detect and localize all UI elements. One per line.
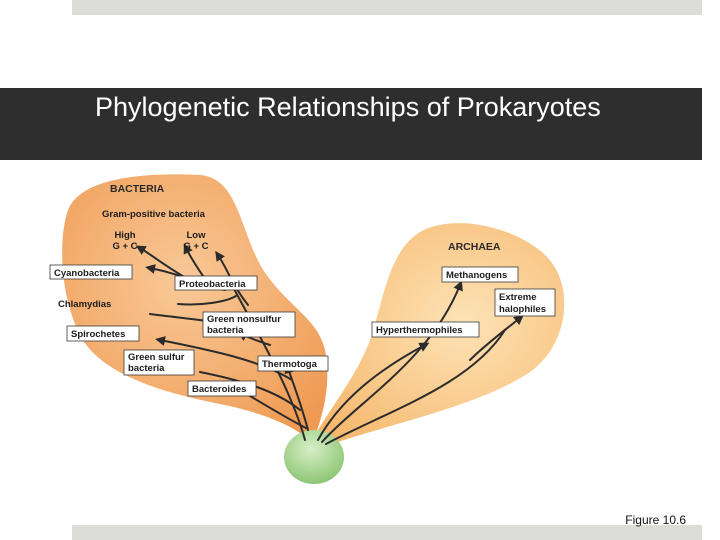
green-sulfur-label-2: bacteria: [128, 363, 165, 374]
green-nonsulfur-label-1: Green nonsulfur: [207, 314, 281, 325]
high-label: High: [114, 230, 135, 241]
cyanobacteria-label: Cyanobacteria: [54, 268, 120, 279]
extreme-halophiles-box: [494, 288, 556, 317]
spirochetes-box: [66, 325, 140, 342]
bacteroides-box: [187, 380, 257, 397]
thermotoga-box: [257, 355, 329, 372]
methanogens-label: Methanogens: [446, 270, 507, 281]
title-bar: [0, 88, 702, 160]
thermotoga-label: Thermotoga: [262, 359, 318, 370]
bottom-rule: [72, 525, 702, 540]
green-nonsulfur-box: [202, 311, 296, 338]
methanogens-box: [441, 266, 519, 283]
high-gc-label: G + C: [112, 241, 137, 252]
root-node: [284, 430, 344, 484]
hyperthermophiles-label: Hyperthermophiles: [376, 325, 463, 336]
low-label: Low: [187, 230, 207, 241]
proteobacteria-box: [174, 275, 258, 291]
gram-positive-label: Gram-positive bacteria: [102, 209, 206, 220]
hyperthermophiles-box: [371, 321, 480, 338]
cyanobacteria-box: [49, 264, 133, 280]
archaea-heading: ARCHAEA: [448, 241, 501, 253]
slide-title: Phylogenetic Relationships of Prokaryote…: [95, 92, 601, 122]
figure-caption: Figure 10.6: [625, 513, 686, 527]
proteobacteria-label: Proteobacteria: [179, 279, 246, 290]
archaea-branches: [317, 280, 524, 445]
top-rule: [72, 0, 702, 15]
green-sulfur-label-1: Green sulfur: [128, 352, 185, 363]
extreme-halophiles-label-1: Extreme: [499, 292, 537, 303]
bacteria-region: [62, 174, 328, 443]
green-nonsulfur-label-2: bacteria: [207, 325, 244, 336]
bacteroides-label: Bacteroides: [192, 384, 246, 395]
chlamydias-label: Chlamydias: [58, 299, 111, 310]
bacteria-heading: BACTERIA: [110, 183, 165, 195]
green-sulfur-box: [123, 349, 195, 376]
spirochetes-label: Spirochetes: [71, 329, 125, 340]
low-gc-label: G + C: [183, 241, 208, 252]
extreme-halophiles-label-2: halophiles: [499, 304, 546, 315]
